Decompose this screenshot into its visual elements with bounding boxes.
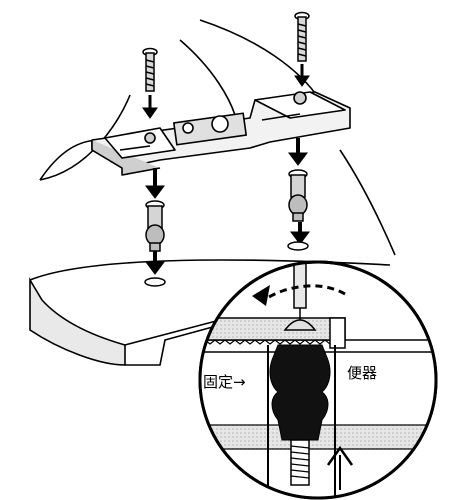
left-screw bbox=[142, 47, 158, 92]
fixed-label: 固定→ bbox=[203, 373, 246, 391]
left-anchor bbox=[144, 200, 166, 287]
mounting-plate bbox=[91, 91, 351, 176]
right-anchor bbox=[287, 169, 309, 251]
toilet-label: 便器 bbox=[347, 364, 377, 382]
right-screw bbox=[294, 11, 310, 62]
down-arrows bbox=[142, 64, 310, 275]
